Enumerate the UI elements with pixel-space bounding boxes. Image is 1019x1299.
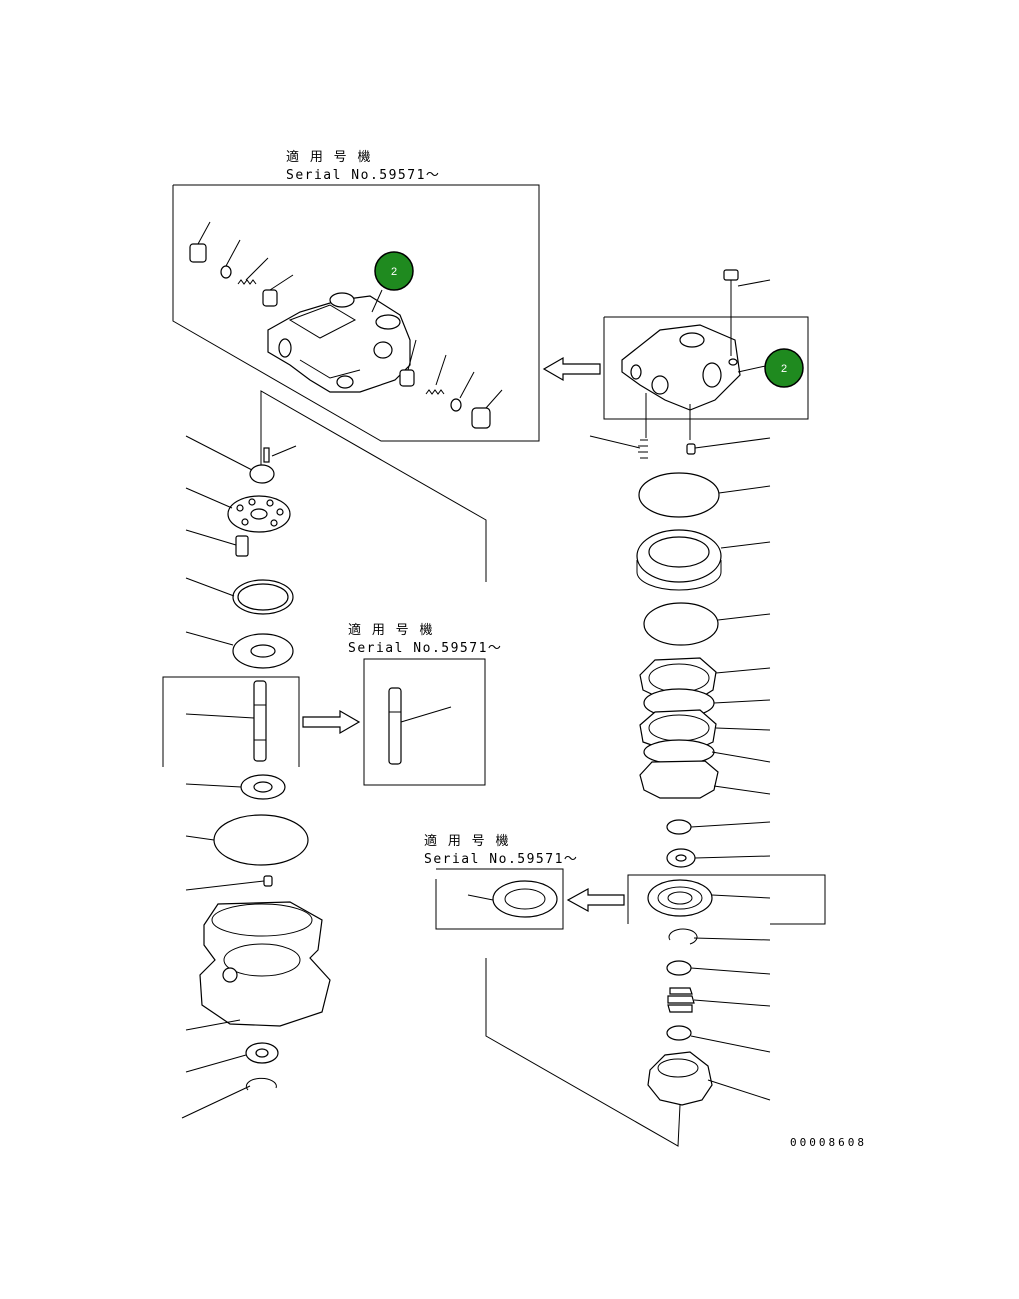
left-column-parts <box>162 390 487 1119</box>
right-column-parts <box>485 472 826 1147</box>
serial-panel-shaft-serial: Serial No.59571～ <box>348 641 502 656</box>
callout-badge: 2 <box>374 251 414 291</box>
serial-panel-shaft: 適 用 号 機 Serial No.59571～ <box>348 622 502 786</box>
serial-panel-top: 適 用 号 機 Serial No.59571～ <box>172 149 540 442</box>
spring-part-right <box>425 389 445 395</box>
callout-badge-label: 2 <box>391 266 397 278</box>
bolt-head <box>723 269 739 281</box>
arrow-right-shaft <box>302 709 361 735</box>
plug-part <box>189 243 207 263</box>
arrow-left-seal <box>566 887 625 913</box>
piston-part-right <box>399 369 415 387</box>
plug-part-right <box>471 407 491 429</box>
serial-panel-top-heading: 適 用 号 機 <box>286 149 372 165</box>
o-ring-part <box>220 265 232 279</box>
serial-panel-top-serial: Serial No.59571～ <box>286 168 440 183</box>
serial-panel-shaft-heading: 適 用 号 機 <box>348 622 434 638</box>
serial-panel-seal-serial: Serial No.59571～ <box>424 852 578 867</box>
callout-badge-right: 2 <box>764 348 804 388</box>
arrow-left-top <box>542 356 601 382</box>
serial-panel-top-frame <box>172 184 540 442</box>
spring-part <box>237 279 257 285</box>
valve-body-variant <box>189 221 503 429</box>
piston-part <box>262 289 278 307</box>
serial-panel-seal-heading: 適 用 号 機 <box>424 833 510 849</box>
document-number: 00008608 <box>790 1136 867 1149</box>
o-ring-part-right <box>450 398 462 412</box>
callout-badge-right-label: 2 <box>781 363 787 375</box>
spring-part-right-assy <box>638 439 648 459</box>
pin-part <box>686 443 696 455</box>
valve-body-current <box>589 269 809 459</box>
serial-panel-seal: 適 用 号 機 Serial No.59571～ <box>424 833 578 930</box>
